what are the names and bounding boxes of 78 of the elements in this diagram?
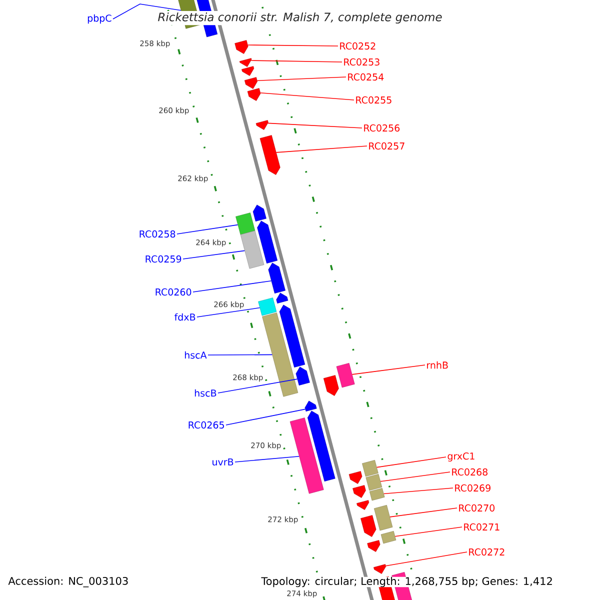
gene-bar — [240, 230, 264, 269]
gene-block — [323, 375, 339, 396]
leader-line — [196, 307, 260, 318]
gene-bar — [258, 298, 277, 316]
gene-label: RC0252 — [340, 42, 376, 50]
gene-label: RC0270 — [459, 504, 494, 512]
gene-label: RC0259 — [146, 255, 182, 263]
gene-label: RC0256 — [364, 124, 400, 132]
gene-label: rnhB — [427, 361, 448, 369]
title: Rickettsia conorii str. Malish 7, complete genome — [156, 10, 444, 26]
leader-line — [234, 456, 300, 462]
gene-bar — [290, 418, 324, 494]
gene-label: grxC1 — [448, 452, 474, 462]
gene-label: RC0255 — [356, 96, 392, 104]
gene-block — [348, 471, 362, 484]
gene-block — [276, 292, 288, 304]
gene-label: RC0260 — [156, 288, 192, 296]
gene-block — [308, 410, 336, 482]
leader-line — [380, 472, 450, 482]
leader-line — [208, 354, 273, 356]
gene-bar — [366, 474, 382, 491]
gene-block — [244, 77, 258, 89]
gene-label: RC0253 — [344, 58, 380, 66]
leader-line — [250, 60, 342, 62]
leader-line — [256, 76, 346, 82]
leader-line — [276, 146, 368, 153]
leader-line — [192, 280, 272, 292]
gene-label: hscA — [184, 351, 207, 359]
gene-label: pbpC — [88, 14, 112, 24]
leader-line — [383, 488, 454, 494]
gene-block — [247, 88, 261, 101]
gene-label: RC0258 — [140, 230, 176, 238]
leader-line — [112, 4, 182, 20]
leader-line — [176, 224, 238, 234]
leader-line — [352, 364, 426, 375]
gene-label: fdxB — [174, 313, 196, 321]
info-text: Accession: NC_003103 — [8, 576, 129, 588]
gene-label: RC0268 — [452, 468, 488, 476]
gene-block — [252, 204, 266, 222]
gene-label: RC0257 — [369, 142, 404, 150]
leader-line — [218, 378, 298, 394]
gene-block — [304, 400, 317, 412]
gene-block — [356, 500, 370, 510]
gene-block — [260, 135, 280, 175]
leader-line — [385, 552, 468, 566]
gene-label: hscB — [194, 389, 216, 397]
gene-block — [256, 120, 268, 130]
leader-line — [394, 526, 462, 537]
gene-block — [242, 66, 254, 76]
gene-bar — [362, 460, 378, 477]
gene-block — [257, 220, 278, 264]
gene-bar — [380, 531, 396, 544]
gene-block — [279, 304, 306, 368]
gene-block — [234, 40, 248, 54]
gene-label: RC0272 — [469, 548, 504, 556]
gene-label: RC0254 — [348, 73, 384, 81]
leader-line — [376, 456, 446, 468]
leader-line — [226, 408, 306, 426]
leader-line — [182, 250, 246, 260]
leader-line — [260, 92, 354, 100]
gene-bar — [336, 363, 355, 388]
gene-bar — [262, 312, 298, 397]
gene-label: RC0269 — [455, 484, 490, 492]
leader-line — [390, 508, 458, 518]
gene-label: RC0271 — [464, 523, 500, 531]
gene-label: RC0265 — [188, 421, 224, 429]
gene-bar — [369, 488, 385, 501]
info-text: Topology: circular; Length: 1,268,755 bp; Genes: 1,412 — [261, 576, 553, 588]
gene-block — [352, 485, 366, 498]
leader-line — [268, 122, 362, 128]
gene-block — [374, 564, 386, 574]
gene-block — [360, 515, 376, 537]
gene-block — [296, 366, 310, 386]
gene-label: uvrB — [212, 458, 234, 466]
leader-line — [247, 44, 338, 46]
gene-block — [367, 540, 380, 552]
gene-bar — [236, 212, 256, 235]
gene-block — [239, 58, 252, 67]
